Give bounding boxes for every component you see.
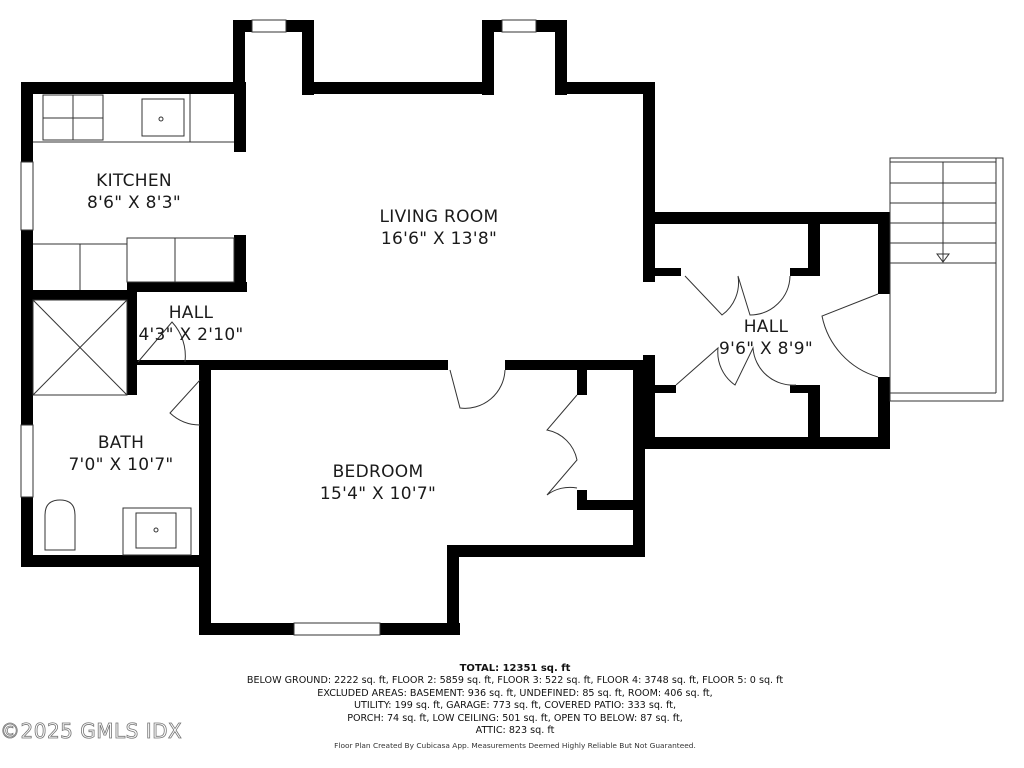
room-name: KITCHEN bbox=[96, 171, 172, 191]
credit-note: Floor Plan Created By Cubicasa App. Meas… bbox=[334, 741, 696, 750]
room-hall-large: HALL 9'6" X 8'9" bbox=[719, 316, 813, 360]
room-size: 8'6" X 8'3" bbox=[86, 193, 182, 213]
room-name: BEDROOM bbox=[332, 462, 424, 482]
room-name: HALL bbox=[743, 317, 789, 337]
room-name: HALL bbox=[168, 303, 214, 323]
vanity-icon bbox=[122, 507, 192, 556]
watermark: ©2025 GMLS IDX bbox=[0, 719, 183, 744]
stairs-icon bbox=[889, 157, 1004, 402]
room-living-room: LIVING ROOM 16'6" X 13'8" bbox=[380, 206, 499, 250]
summary-line: PORCH: 74 sq. ft, LOW CEILING: 501 sq. f… bbox=[347, 712, 683, 724]
room-bedroom: BEDROOM 15'4" X 10'7" bbox=[320, 461, 436, 505]
room-size: 9'6" X 8'9" bbox=[718, 339, 814, 359]
total-area: TOTAL: 12351 sq. ft bbox=[459, 663, 571, 674]
area-summary: TOTAL: 12351 sq. ft BELOW GROUND: 2222 s… bbox=[230, 663, 800, 737]
summary-line: ATTIC: 823 sq. ft bbox=[475, 725, 555, 737]
shower-icon bbox=[32, 299, 128, 396]
room-name: BATH bbox=[97, 433, 145, 453]
room-size: 15'4" X 10'7" bbox=[319, 484, 437, 504]
windows bbox=[20, 19, 537, 636]
room-size: 16'6" X 13'8" bbox=[380, 229, 498, 249]
room-bath: BATH 7'0" X 10'7" bbox=[68, 432, 173, 476]
room-size: 7'0" X 10'7" bbox=[68, 455, 174, 475]
toilet-icon bbox=[44, 499, 76, 551]
summary-line: EXCLUDED AREAS: BASEMENT: 936 sq. ft, UN… bbox=[317, 687, 713, 699]
room-kitchen: KITCHEN 8'6" X 8'3" bbox=[87, 170, 181, 214]
kitchen-sink-icon bbox=[141, 98, 185, 137]
summary-line: UTILITY: 199 sq. ft, GARAGE: 773 sq. ft,… bbox=[353, 700, 677, 712]
room-hall-small: HALL 4'3" X 2'10" bbox=[138, 302, 243, 346]
room-size: 4'3" X 2'10" bbox=[138, 325, 244, 345]
room-name: LIVING ROOM bbox=[379, 207, 499, 227]
fixtures bbox=[32, 94, 1004, 556]
summary-line: BELOW GROUND: 2222 sq. ft, FLOOR 2: 5859… bbox=[246, 675, 784, 687]
